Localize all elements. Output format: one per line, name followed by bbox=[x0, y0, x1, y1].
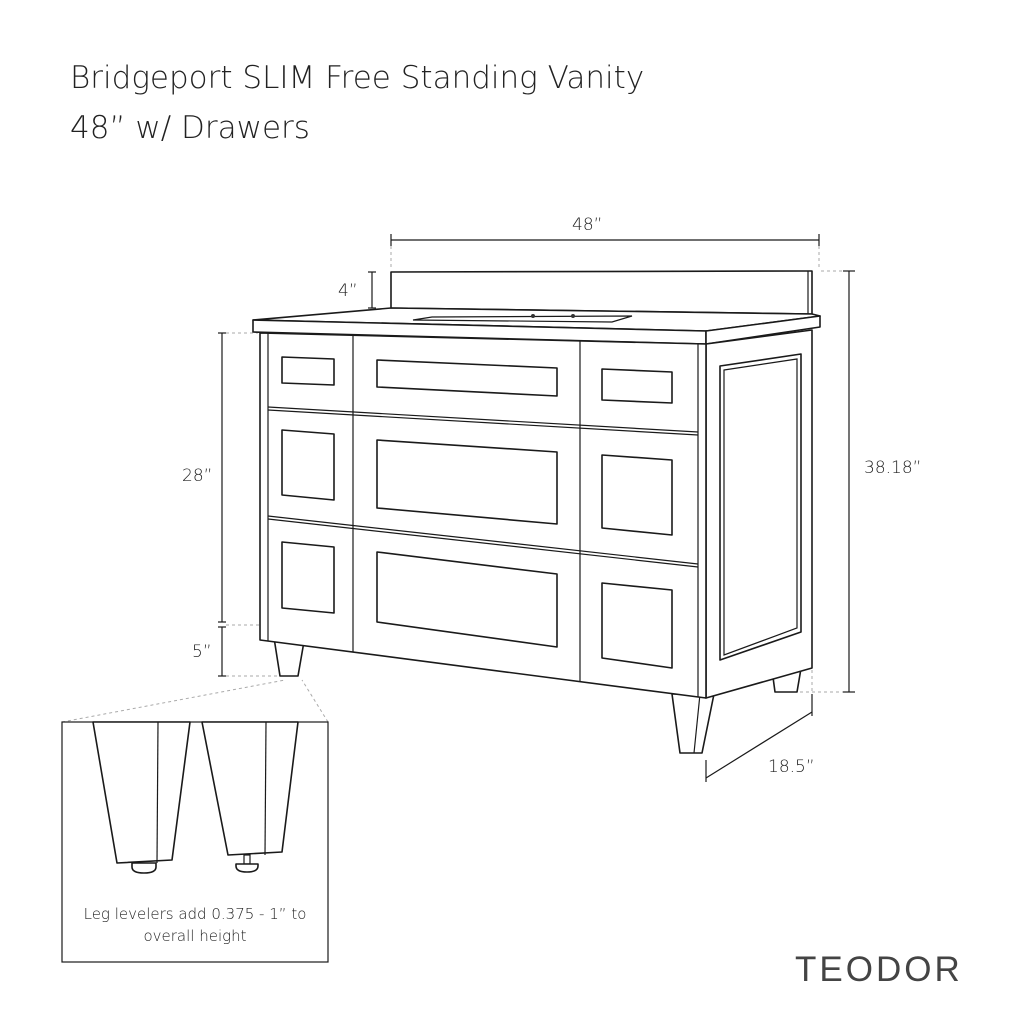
leg-leveler-note: Leg levelers add 0.375 - 1” to overall h… bbox=[83, 905, 307, 945]
sink-outline bbox=[412, 315, 633, 323]
leg-detail-right bbox=[201, 721, 299, 856]
dim-width-label: 48” bbox=[572, 215, 603, 235]
leveler-screw bbox=[243, 854, 251, 865]
title-line-2: 48” w/ Drawers bbox=[70, 110, 310, 146]
drawer-panel bbox=[376, 551, 558, 648]
drawer-panel bbox=[601, 582, 673, 669]
dim-depth-label: 18.5” bbox=[768, 757, 815, 777]
drawer-panel bbox=[376, 439, 558, 525]
drawer-panel bbox=[281, 541, 335, 614]
drawer-panel bbox=[601, 368, 673, 404]
dim-leg-height-label: 5” bbox=[192, 642, 212, 662]
backsplash bbox=[390, 270, 813, 315]
dim-cabinet-height-label: 28” bbox=[182, 466, 213, 486]
drawer-panel bbox=[281, 429, 335, 501]
dim-backsplash-label: 4” bbox=[338, 281, 358, 301]
leg-front-right bbox=[671, 693, 715, 754]
leg-leveler-inset bbox=[61, 679, 329, 963]
faucet-hole bbox=[531, 314, 535, 318]
drawer-panel bbox=[601, 454, 673, 536]
dim-overall-height-label: 38.18” bbox=[864, 458, 922, 478]
leveler-foot-retracted bbox=[131, 862, 157, 874]
dimension-lines bbox=[218, 234, 855, 782]
countertop bbox=[252, 307, 821, 345]
drawer-panel bbox=[281, 356, 335, 386]
faucet-hole bbox=[571, 314, 575, 318]
leveler-foot-extended bbox=[235, 863, 259, 873]
leg-detail-left bbox=[92, 721, 191, 864]
cabinet-side bbox=[705, 329, 813, 699]
drawer-panel bbox=[376, 359, 558, 397]
brand-logo: TEODOR bbox=[795, 950, 963, 989]
cabinet-front bbox=[259, 332, 707, 699]
title-line-1: Bridgeport SLIM Free Standing Vanity bbox=[70, 60, 645, 96]
